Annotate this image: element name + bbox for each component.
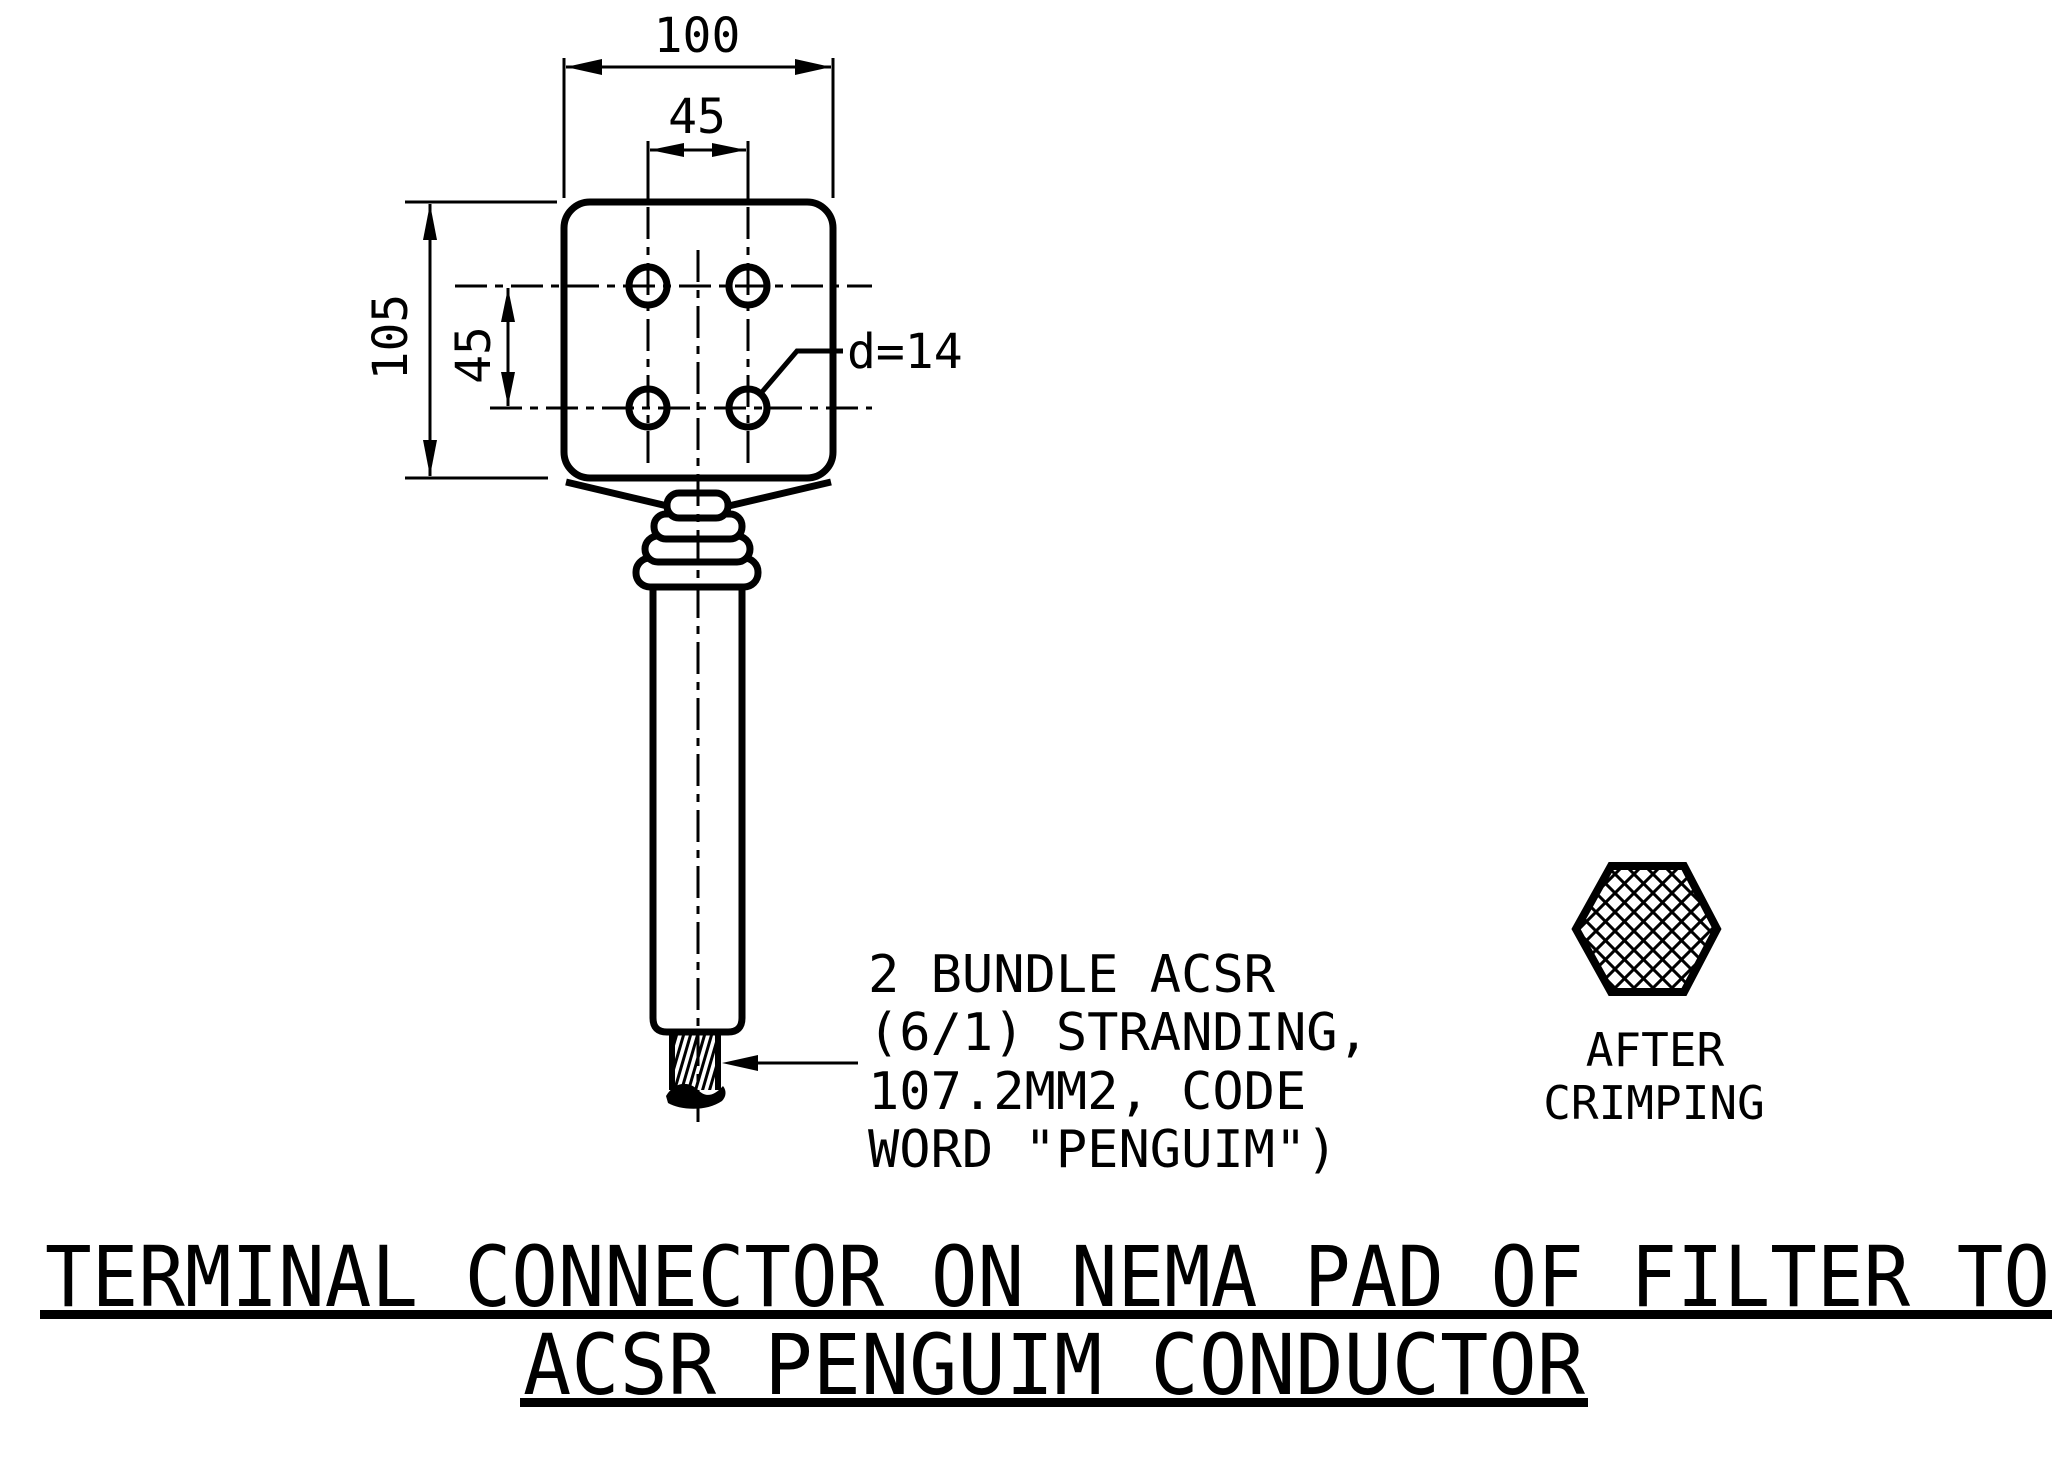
dim-100-arrow-right — [795, 59, 831, 75]
dim-45-left-arrow-top — [501, 288, 515, 322]
crimp-hexagon — [1571, 862, 1722, 996]
dim-45-left-arrow-bottom — [501, 372, 515, 406]
pad-taper-right — [719, 478, 832, 512]
hole-diameter-label: d=14 — [847, 324, 963, 380]
bolt-hole-bottom-left — [625, 385, 671, 431]
dim-105-arrow-bottom — [423, 440, 437, 476]
title-line-2: ACSR PENGUIM CONDUCTOR — [523, 1316, 1585, 1414]
drawing-title: TERMINAL CONNECTOR ON NEMA PAD OF FILTER… — [40, 1228, 2052, 1414]
dimension-45-left: 45 — [446, 288, 515, 406]
title-line-1: TERMINAL CONNECTOR ON NEMA PAD OF FILTER… — [45, 1228, 2050, 1326]
after-crimping-detail: AFTER CRIMPING — [1543, 862, 1765, 1130]
conductor-note-line-1: 2 BUNDLE ACSR — [868, 945, 1276, 1005]
conductor-leader-arrowhead — [722, 1055, 758, 1071]
callout-hole-diameter: d=14 — [760, 324, 963, 394]
pad-taper-left — [565, 478, 677, 512]
hole-diameter-leader — [760, 348, 843, 394]
dim-100-label: 100 — [654, 8, 741, 64]
dim-45-top-label: 45 — [668, 89, 726, 145]
conductor-note: 2 BUNDLE ACSR (6/1) STRANDING, 107.2MM2,… — [722, 945, 1369, 1180]
conductor-note-line-2: (6/1) STRANDING, — [868, 1003, 1369, 1063]
dimension-100: 100 — [562, 8, 835, 198]
bolt-hole-top-right — [725, 263, 771, 309]
dim-100-arrow-left — [566, 59, 602, 75]
conductor-note-line-3: 107.2MM2, CODE — [868, 1062, 1306, 1122]
bolt-hole-bottom-right — [725, 385, 771, 431]
conductor-strand-hatch — [674, 1034, 716, 1090]
dimension-45-top: 45 — [646, 89, 750, 199]
bolt-hole-top-left — [625, 263, 671, 309]
dim-105-label: 105 — [363, 294, 419, 381]
barrel-shaft — [649, 583, 746, 1036]
crimp-label-line-1: AFTER — [1586, 1023, 1725, 1077]
dim-45-top-arrow-left — [650, 143, 684, 157]
crimp-label-line-2: CRIMPING — [1543, 1076, 1765, 1130]
dim-105-arrow-top — [423, 204, 437, 240]
title-underline-1 — [40, 1310, 2052, 1319]
dim-45-top-arrow-right — [712, 143, 746, 157]
dimension-105: 105 — [363, 200, 557, 480]
title-underline-2 — [520, 1398, 1588, 1407]
conductor-note-line-4: WORD "PENGUIM") — [868, 1120, 1338, 1180]
conductor-break-end — [666, 1083, 726, 1109]
stranded-conductor — [666, 1032, 726, 1109]
dim-45-left-label: 45 — [446, 326, 502, 384]
